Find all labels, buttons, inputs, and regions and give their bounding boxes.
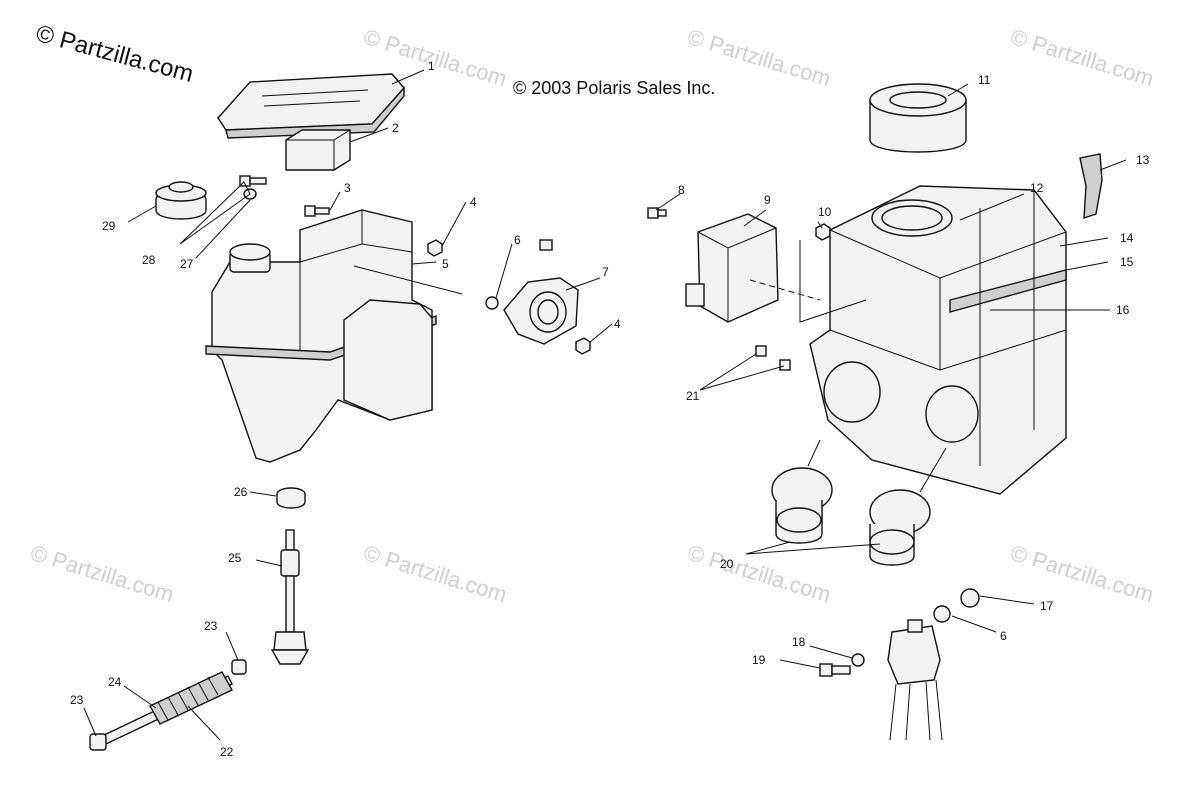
callouts: 1 2 3 4 5 6 7 4 8 9 10 11 12 13 14 15 16… bbox=[70, 59, 1150, 759]
callout-label: 3 bbox=[344, 181, 351, 195]
callout-label: 11 bbox=[978, 73, 991, 87]
part-strap bbox=[1079, 153, 1103, 219]
part-cover bbox=[217, 73, 405, 139]
part-bolt bbox=[647, 207, 667, 219]
leader-lines bbox=[83, 69, 1127, 741]
callout-label: 27 bbox=[180, 257, 194, 271]
part-oil-tank bbox=[205, 209, 437, 463]
callout-label: 12 bbox=[1030, 181, 1044, 195]
part-nut bbox=[575, 337, 591, 355]
part-throttle-body bbox=[503, 239, 579, 345]
part-fastener bbox=[933, 588, 980, 623]
callout-label: 8 bbox=[678, 183, 685, 197]
part-boot-left bbox=[771, 467, 833, 544]
part-filler-cap bbox=[155, 181, 207, 220]
part-screw bbox=[304, 205, 330, 217]
callout-label: 29 bbox=[102, 219, 116, 233]
callout-label: 23 bbox=[204, 619, 218, 633]
part-nut bbox=[815, 223, 831, 241]
callout-label: 22 bbox=[220, 745, 234, 759]
part-nut bbox=[427, 239, 443, 257]
callout-label: 5 bbox=[442, 257, 449, 271]
callout-label: 20 bbox=[720, 557, 734, 571]
callout-label: 23 bbox=[70, 693, 84, 707]
part-airbox bbox=[809, 185, 1067, 495]
callout-label: 2 bbox=[392, 121, 399, 135]
callout-label: 15 bbox=[1120, 255, 1134, 269]
callout-label: 1 bbox=[428, 59, 435, 73]
callout-label: 18 bbox=[792, 635, 806, 649]
callout-label: 21 bbox=[686, 389, 700, 403]
part-hose-assembly bbox=[89, 659, 247, 751]
part-bolt-washer bbox=[819, 653, 865, 677]
callout-label: 26 bbox=[234, 485, 248, 499]
callout-label: 17 bbox=[1040, 599, 1054, 613]
callout-label: 6 bbox=[514, 233, 521, 247]
callout-label: 7 bbox=[602, 265, 609, 279]
part-foam-ring bbox=[869, 83, 967, 153]
callout-label: 6 bbox=[1000, 629, 1007, 643]
callout-label: 28 bbox=[142, 253, 156, 267]
callout-label: 4 bbox=[614, 317, 621, 331]
part-washer bbox=[485, 296, 499, 310]
part-boot-right bbox=[869, 489, 931, 566]
part-grommet bbox=[276, 487, 306, 509]
part-sensor bbox=[270, 529, 310, 665]
callout-label: 24 bbox=[108, 675, 122, 689]
copyright-text: © 2003 Polaris Sales Inc. bbox=[513, 78, 716, 98]
callout-label: 16 bbox=[1116, 303, 1130, 317]
part-bracket bbox=[887, 619, 943, 741]
callout-label: 25 bbox=[228, 551, 242, 565]
part-screws bbox=[755, 345, 791, 371]
callout-label: 13 bbox=[1136, 153, 1150, 167]
callout-label: 19 bbox=[752, 653, 766, 667]
callout-label: 10 bbox=[818, 205, 832, 219]
part-bolt bbox=[239, 175, 267, 187]
part-block bbox=[285, 129, 351, 171]
part-cdi-box bbox=[685, 213, 779, 323]
callout-label: 4 bbox=[470, 195, 477, 209]
callout-label: 14 bbox=[1120, 231, 1134, 245]
callout-label: 9 bbox=[764, 193, 771, 207]
